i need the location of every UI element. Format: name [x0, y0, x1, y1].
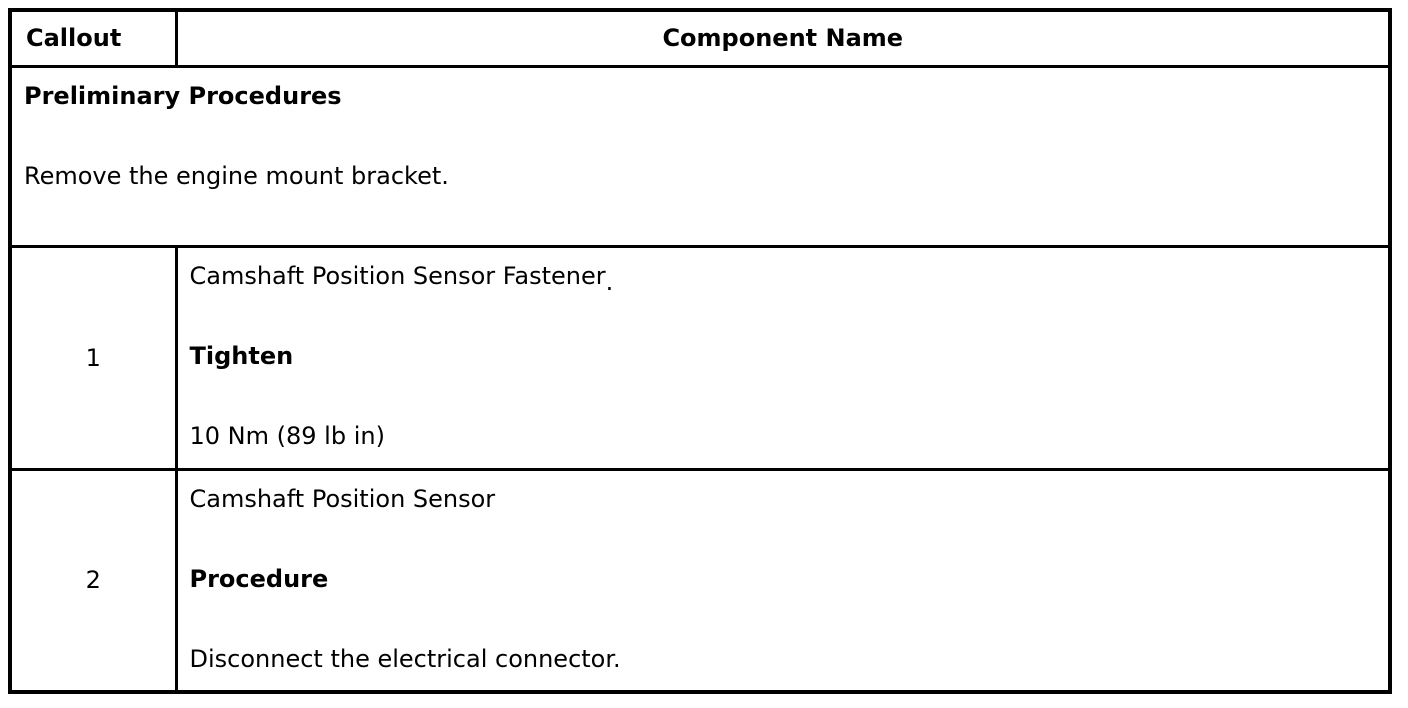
table-row: 1 Camshaft Position Sensor Fastener. Tig…: [8, 244, 1392, 471]
component-name: Camshaft Position Sensor: [190, 485, 1375, 513]
table-header-row: Callout Component Name: [8, 8, 1392, 68]
callout-number: 1: [85, 343, 101, 372]
component-name-text: Camshaft Position Sensor: [189, 484, 496, 513]
callout-cell: 1: [8, 244, 178, 471]
callout-number: 2: [85, 566, 101, 595]
action-detail: Disconnect the electrical connector.: [189, 644, 621, 673]
component-name-period: .: [605, 267, 614, 296]
table-row: 2 Camshaft Position Sensor Procedure Dis…: [8, 467, 1392, 694]
component-cell: Camshaft Position Sensor Procedure Disco…: [174, 467, 1392, 694]
component-name: Camshaft Position Sensor Fastener.: [189, 261, 1375, 296]
action-heading: Tighten: [189, 341, 294, 370]
preliminary-procedures-title: Preliminary Procedures: [24, 81, 342, 110]
preliminary-procedures-step: Remove the engine mount bracket.: [24, 161, 449, 190]
component-name-text: Camshaft Position Sensor Fastener: [189, 261, 606, 290]
component-name-column-header: Component Name: [174, 8, 1392, 68]
preliminary-procedures-row: Preliminary Procedures Remove the engine…: [8, 64, 1392, 248]
callout-cell: 2: [8, 467, 178, 694]
callout-column-header: Callout: [8, 8, 178, 68]
component-callout-table: Callout Component Name Preliminary Proce…: [8, 8, 1392, 694]
action-heading: Procedure: [189, 564, 329, 593]
preliminary-procedures-cell: Preliminary Procedures Remove the engine…: [8, 64, 1392, 248]
action-detail: 10 Nm (89 lb in): [189, 421, 385, 450]
component-cell: Camshaft Position Sensor Fastener. Tight…: [174, 244, 1392, 471]
